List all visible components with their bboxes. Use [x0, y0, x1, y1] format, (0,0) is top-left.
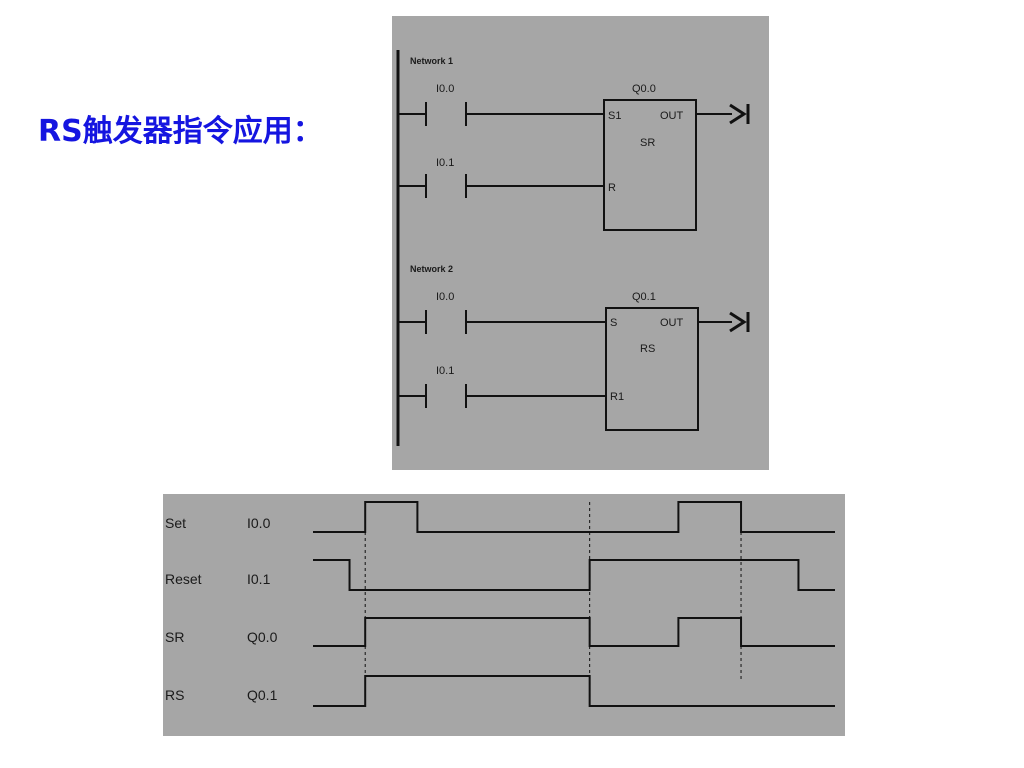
sr-pin-out: OUT [660, 110, 684, 122]
ladder-diagram: Network 1 I0.0 I0.1 Q0.0 S1 OUT SR R Net [396, 50, 750, 446]
timing-diagram: Set I0.0 Reset I0.1 SR Q0.0 RS Q0.1 [165, 501, 835, 707]
signal-name-reset: Reset [165, 571, 202, 587]
rs-pin-out: OUT [660, 317, 684, 329]
contact-i0-0-n1 [425, 102, 467, 126]
contact-i0-0-n2 [425, 310, 467, 334]
rs-pin-top: S [610, 317, 617, 329]
sr-pin-top: S1 [608, 110, 621, 122]
contact-label-n2-bottom: I0.1 [436, 365, 454, 377]
ladder-diagram-panel: Network 1 I0.0 I0.1 Q0.0 S1 OUT SR R Net [392, 16, 769, 470]
output-arrow-n2 [729, 311, 750, 333]
timing-diagram-panel: Set I0.0 Reset I0.1 SR Q0.0 RS Q0.1 [163, 494, 845, 736]
output-arrow-n1 [729, 103, 750, 125]
signal-address-set: I0.0 [247, 515, 271, 531]
signal-address-sr: Q0.0 [247, 629, 278, 645]
network-1-label: Network 1 [410, 56, 453, 66]
contact-label-n1-top: I0.0 [436, 83, 454, 95]
rs-box-name: RS [640, 343, 655, 355]
slide-title: RS触发器指令应用： [38, 114, 323, 149]
waveform-rs [313, 675, 835, 707]
rs-box-address: Q0.1 [632, 291, 656, 303]
signal-name-set: Set [165, 515, 186, 531]
rs-pin-bottom: R1 [610, 391, 624, 403]
waveform-set [313, 501, 835, 533]
contact-label-n2-top: I0.0 [436, 291, 454, 303]
sr-function-box [603, 99, 697, 231]
sr-box-address: Q0.0 [632, 83, 656, 95]
sr-pin-bottom: R [608, 182, 616, 194]
waveform-reset [313, 559, 835, 591]
sr-box-name: SR [640, 137, 655, 149]
network-2-label: Network 2 [410, 264, 453, 274]
contact-i0-1-n2 [425, 384, 467, 408]
waveform-sr [313, 617, 835, 647]
signal-name-sr: SR [165, 629, 184, 645]
contact-i0-1-n1 [425, 174, 467, 198]
signal-name-rs: RS [165, 687, 184, 703]
rs-function-box [605, 307, 699, 431]
signal-address-reset: I0.1 [247, 571, 271, 587]
contact-label-n1-bottom: I0.1 [436, 157, 454, 169]
signal-address-rs: Q0.1 [247, 687, 278, 703]
